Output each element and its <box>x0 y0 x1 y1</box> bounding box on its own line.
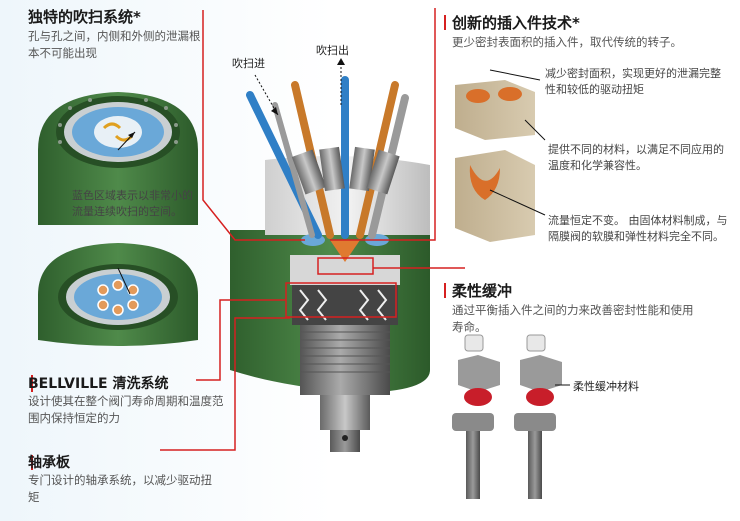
cushion-title: 柔性缓冲 <box>452 282 513 300</box>
purge-system-desc: 孔与孔之间，内侧和外侧的泄漏根本不可能出现 <box>28 29 201 60</box>
bellville-title: BELLVILLE 清洗系统 <box>28 376 169 392</box>
bellville-desc: 设计使其在整个阀门寿命周期和温度范围内保持恒定的力 <box>28 394 224 425</box>
bearing-plate-desc: 专门设计的轴承系统，以减少驱动扭矩 <box>28 473 212 504</box>
insert-note-sealing: 减少密封面积，实现更好的泄漏完整性和较低的驱动扭矩 <box>545 67 721 96</box>
valve-cutaway <box>230 76 430 452</box>
purge-in-label: 吹扫进 <box>232 57 265 70</box>
insert-note-flow: 流量恒定不变。 由固体材料制成，与隔膜阀的软膜和弹性材料完全不同。 <box>548 214 728 243</box>
insert-part-top <box>455 80 535 140</box>
purge-system-title: 独特的吹扫系统* <box>28 8 141 26</box>
blue-area-note: 蓝色区域表示以非常小的流量连续吹扫的空间。 <box>72 189 193 218</box>
cushion-parts <box>452 334 562 499</box>
insert-tech-title: 创新的插入件技术* <box>452 14 580 32</box>
cushion-desc: 通过平衡插入件之间的力来改善密封性能和使用寿命。 <box>452 303 694 334</box>
bearing-plate-title: 轴承板 <box>28 455 70 471</box>
insert-tech-desc: 更少密封表面积的插入件，取代传统的转子。 <box>452 35 682 49</box>
bottom-disc-view <box>38 243 198 346</box>
insert-note-materials: 提供不同的材料，以满足不同应用的温度和化学兼容性。 <box>548 143 724 172</box>
cushion-material-label: 柔性缓冲材料 <box>573 380 639 393</box>
purge-out-label: 吹扫出 <box>316 44 349 57</box>
insert-part-bottom <box>455 150 535 242</box>
